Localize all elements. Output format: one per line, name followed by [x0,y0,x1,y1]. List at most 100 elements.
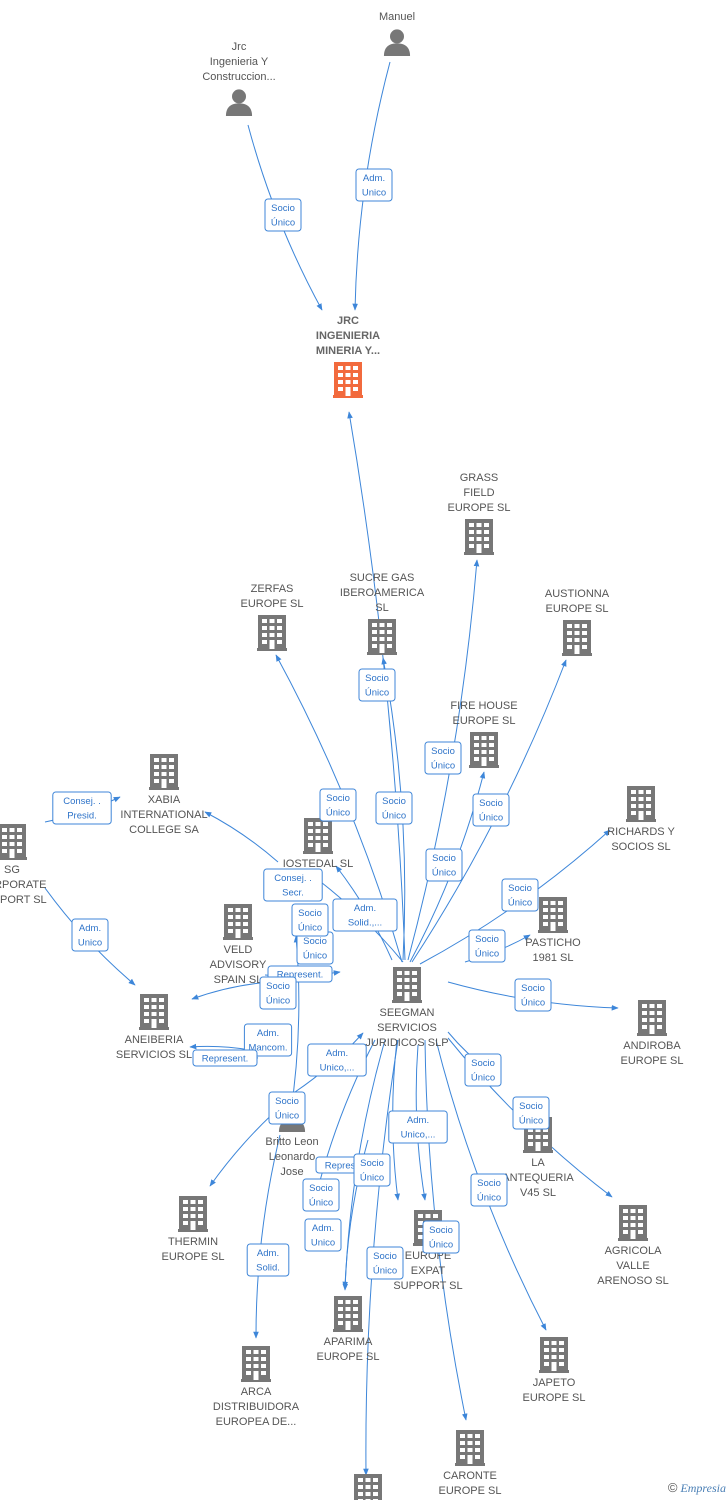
edge-label-box[interactable] [366,1246,404,1280]
node-iostedal[interactable]: IOSTEDAL SL [283,818,354,870]
edge-label[interactable]: Adm.Unico [355,168,393,202]
edge-label-box[interactable] [307,1043,367,1077]
edge-label-box[interactable] [355,168,393,202]
building-icon[interactable] [562,620,592,656]
edge-label-box[interactable] [353,1153,391,1187]
edge-label-box[interactable] [422,1220,460,1254]
building-icon[interactable] [303,818,333,854]
person-icon[interactable] [225,89,253,116]
edge-label-box[interactable] [464,1053,502,1087]
edge-label[interactable]: Consej. .Secr. [263,868,323,902]
building-icon[interactable] [367,619,397,655]
edge-label-box[interactable] [470,1173,508,1207]
edge-label[interactable]: Represent. [192,1049,258,1067]
edge-label-box[interactable] [424,741,462,775]
building-icon[interactable] [139,994,169,1030]
building-icon[interactable] [626,786,656,822]
node-manuel[interactable]: Manuel [379,11,415,56]
main-company-icon[interactable] [333,362,363,398]
edge-label-box[interactable] [246,1243,290,1277]
edge-label-box[interactable] [243,1023,293,1057]
edge-label-box[interactable] [259,976,297,1010]
building-icon[interactable] [539,1337,569,1373]
edge-label-box[interactable] [358,668,396,702]
edge-label-box[interactable] [388,1110,448,1144]
edge-label[interactable]: Consej. .Presid. [52,791,112,825]
edge-label-box[interactable] [468,929,506,963]
edge-label-box[interactable] [514,978,552,1012]
edge-label-box[interactable] [71,918,109,952]
edge-label-box[interactable] [268,1091,306,1125]
edge-label-box[interactable] [192,1049,258,1067]
edge-label[interactable]: Adm.Solid.,... [332,898,398,932]
edge-label-box[interactable] [304,1218,342,1252]
building-icon[interactable] [455,1430,485,1466]
building-icon[interactable] [464,519,494,555]
edge-label[interactable]: Adm.Unico [71,918,109,952]
edge-label-box[interactable] [472,793,510,827]
edge-label-box[interactable] [501,878,539,912]
footer-brand[interactable]: © Empresia [668,1480,726,1496]
building-icon[interactable] [637,1000,667,1036]
building-icon[interactable] [0,824,27,860]
building-icon[interactable] [241,1346,271,1382]
building-icon[interactable] [149,754,179,790]
building-icon[interactable] [353,1474,383,1500]
building-icon[interactable] [333,1296,363,1332]
edge-label-box[interactable] [425,848,463,882]
building-icon[interactable] [469,732,499,768]
building-icon[interactable] [538,897,568,933]
edge-label[interactable]: Adm.Unico,... [388,1110,448,1144]
edge-label-box[interactable] [291,903,329,937]
building-icon[interactable] [257,615,287,651]
edge-label-box[interactable] [264,198,302,232]
edge-label[interactable]: Adm.Mancom. [243,1023,293,1057]
edge-label[interactable]: Adm.Solid. [246,1243,290,1277]
edge-label-box[interactable] [302,1178,340,1212]
edge-label-box[interactable] [319,788,357,822]
edge-label-box[interactable] [332,898,398,932]
node-sg[interactable]: SGCORPORATESUPPORT SL [0,824,47,906]
person-icon[interactable] [383,29,411,56]
building-icon[interactable] [178,1196,208,1232]
edge-label[interactable]: Adm.Unico,... [307,1043,367,1077]
edge-label-box[interactable] [52,791,112,825]
